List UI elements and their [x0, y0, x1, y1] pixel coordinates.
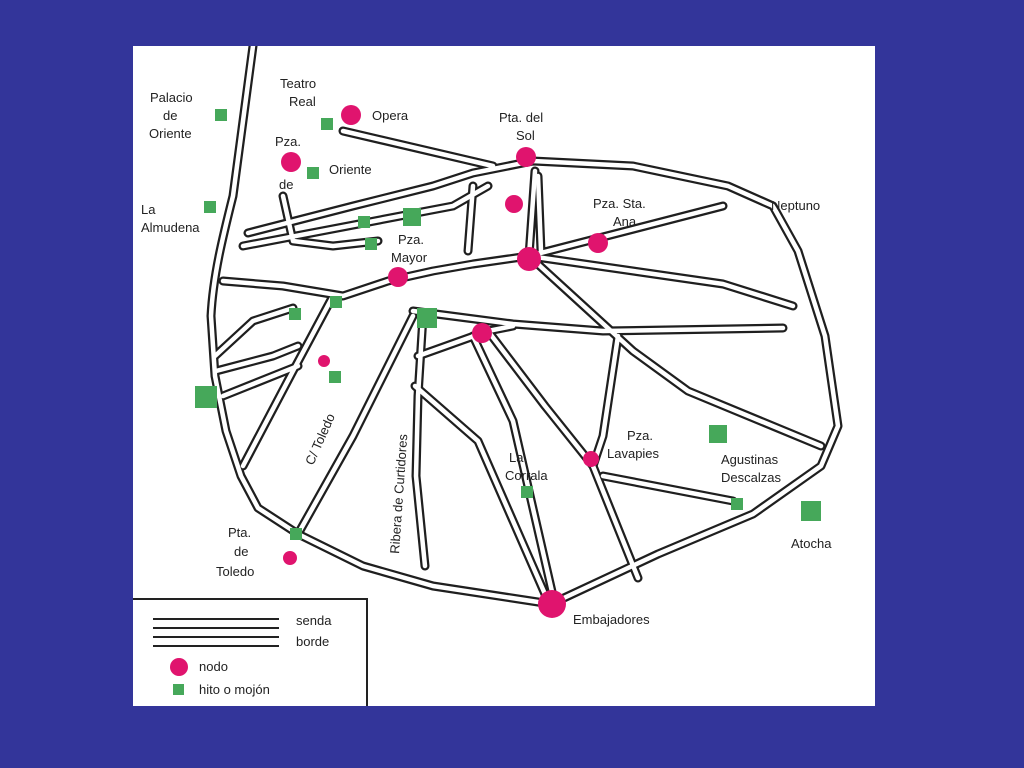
- label-toledo-street: C/ Toledo: [302, 411, 338, 467]
- node-santa-ana: [588, 233, 608, 253]
- label-embajadores: Embajadores: [573, 612, 650, 627]
- landmark-teatro: [321, 118, 333, 130]
- label-lavapies-2: Lavapies: [607, 446, 660, 461]
- node-pza-mayor: [388, 267, 408, 287]
- node-opera: [341, 105, 361, 125]
- node-embajadores: [538, 590, 566, 618]
- landmarks: [195, 109, 821, 540]
- label-pza-oriente-1: Pza.: [275, 134, 301, 149]
- label-pza-mayor-2: Mayor: [391, 250, 428, 265]
- legend: senda borde nodo hito o mojón: [133, 598, 368, 706]
- landmark-west-2: [289, 308, 301, 320]
- landmark-toledo-1: [329, 371, 341, 383]
- node-sol-north: [505, 195, 523, 213]
- label-almudena-1: La: [141, 202, 156, 217]
- label-pta-sol-1: Pta. del: [499, 110, 543, 125]
- label-santa-ana-1: Pza. Sta.: [593, 196, 646, 211]
- legend-frame: [133, 598, 368, 706]
- label-neptuno: Neptuno: [771, 198, 820, 213]
- landmark-agustinas: [709, 425, 727, 443]
- label-almudena-2: Almudena: [141, 220, 200, 235]
- label-pta-sol-2: Sol: [516, 128, 535, 143]
- legend-nodo-label: nodo: [199, 659, 228, 674]
- label-teatro-2: Real: [289, 94, 316, 109]
- place-labels: Palacio de Oriente Teatro Real Opera Pza…: [141, 76, 832, 627]
- label-agustinas-2: Descalzas: [721, 470, 781, 485]
- node-tirso: [472, 323, 492, 343]
- landmark-mayor-2: [403, 208, 421, 226]
- node-pza-oriente: [281, 152, 301, 172]
- label-teatro-1: Teatro: [280, 76, 316, 91]
- landmark-oriente: [307, 167, 319, 179]
- landmark-corrala: [521, 486, 533, 498]
- node-sol: [517, 247, 541, 271]
- legend-borde-label: borde: [296, 634, 329, 649]
- label-pta-toledo-1: Pta.: [228, 525, 251, 540]
- legend-hito-symbol: [173, 684, 184, 695]
- landmark-far-west: [195, 386, 217, 408]
- label-santa-ana-2: Ana: [613, 214, 637, 229]
- landmark-tirso: [417, 308, 437, 328]
- label-lavapies-1: Pza.: [627, 428, 653, 443]
- label-palacio-1: Palacio: [150, 90, 193, 105]
- label-agustinas-1: Agustinas: [721, 452, 779, 467]
- landmark-mayor-1: [358, 216, 370, 228]
- label-pza-mayor-1: Pza.: [398, 232, 424, 247]
- landmark-pta-toledo: [290, 528, 302, 540]
- node-lavapies: [583, 451, 599, 467]
- node-pta-sol: [516, 147, 536, 167]
- legend-hito-label: hito o mojón: [199, 682, 270, 697]
- label-palacio-2: de: [163, 108, 177, 123]
- legend-senda-label: senda: [296, 613, 332, 628]
- madrid-mental-map: Palacio de Oriente Teatro Real Opera Pza…: [133, 46, 843, 706]
- label-atocha: Atocha: [791, 536, 832, 551]
- landmark-almudena: [204, 201, 216, 213]
- label-pza-oriente-2: de: [279, 177, 293, 192]
- label-ribera: Ribera de Curtidores: [387, 433, 410, 554]
- label-corrala-1: La: [509, 450, 524, 465]
- node-pta-toledo: [283, 551, 297, 565]
- label-palacio-3: Oriente: [149, 126, 192, 141]
- label-pta-toledo-2: de: [234, 544, 248, 559]
- landmark-atocha: [801, 501, 821, 521]
- landmark-mayor-3: [365, 238, 377, 250]
- legend-nodo-symbol: [170, 658, 188, 676]
- landmark-palacio: [215, 109, 227, 121]
- node-small-west: [318, 355, 330, 367]
- landmark-west-1: [330, 296, 342, 308]
- landmark-descalzas: [731, 498, 743, 510]
- label-opera: Opera: [372, 108, 409, 123]
- label-oriente: Oriente: [329, 162, 372, 177]
- label-pta-toledo-3: Toledo: [216, 564, 254, 579]
- label-corrala-2: Corrala: [505, 468, 548, 483]
- map-panel: Palacio de Oriente Teatro Real Opera Pza…: [133, 46, 875, 706]
- nodes: [281, 105, 608, 618]
